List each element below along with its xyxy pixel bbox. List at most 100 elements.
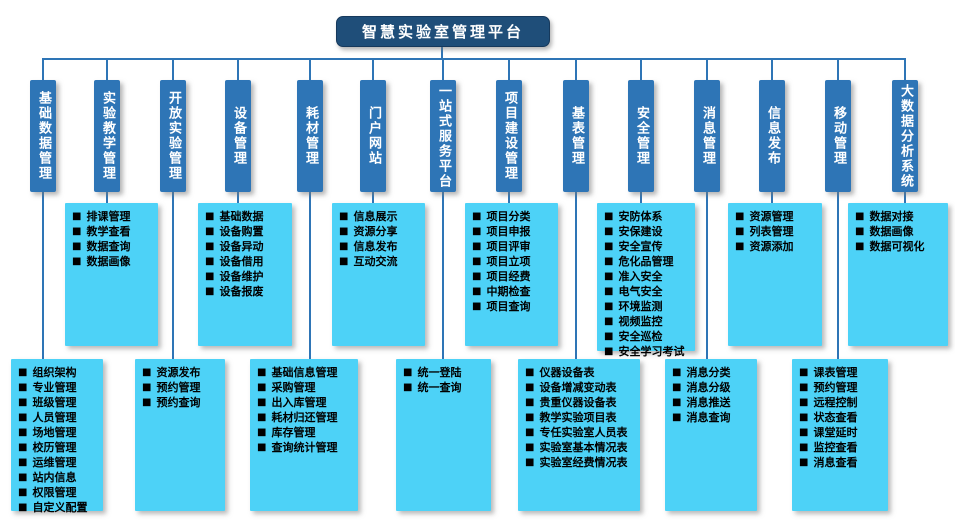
list-item: 数据可视化 (855, 240, 946, 255)
list-item: 消息推送 (672, 396, 755, 411)
list-item: 数据画像 (72, 255, 156, 270)
list-item: 专任实验室人员表 (525, 426, 638, 441)
list-item: 课表管理 (799, 366, 886, 381)
list-item: 数据查询 (72, 240, 156, 255)
list-item: 设备报废 (205, 285, 290, 300)
connector-line (237, 192, 239, 203)
list-item: 基础数据 (205, 210, 290, 225)
connector-line (837, 58, 839, 80)
list-item: 安保建设 (604, 225, 693, 240)
list-item: 设备异动 (205, 240, 290, 255)
list-item: 教学实验项目表 (525, 411, 638, 426)
list-item: 信息展示 (339, 210, 423, 225)
connector-line (640, 192, 642, 203)
connector-line (106, 192, 108, 203)
list-item: 耗材归还管理 (257, 411, 356, 426)
list-item: 危化品管理 (604, 255, 693, 270)
branch-header-open-experiment-management: 开放实验管理 (160, 80, 186, 192)
list-item: 资源管理 (735, 210, 820, 225)
list-item: 采购管理 (257, 381, 356, 396)
list-item: 信息发布 (339, 240, 423, 255)
list-item: 人员管理 (18, 411, 101, 426)
branch-header-basic-data-management: 基础数据管理 (30, 80, 56, 192)
list-item: 项目分类 (472, 210, 556, 225)
list-item: 准入安全 (604, 270, 693, 285)
module-list-project-construction-management: 项目分类项目申报项目评审项目立项项目经费中期检查项目查询 (465, 203, 558, 346)
branch-header-safety-management: 安全管理 (628, 80, 654, 192)
list-item: 项目立项 (472, 255, 556, 270)
list-item: 排课管理 (72, 210, 156, 225)
list-item: 贵重仪器设备表 (525, 396, 638, 411)
list-item: 消息分类 (672, 366, 755, 381)
list-item: 互动交流 (339, 255, 423, 270)
list-item: 基础信息管理 (257, 366, 356, 381)
list-item: 组织架构 (18, 366, 101, 381)
list-item: 仪器设备表 (525, 366, 638, 381)
list-item: 消息查看 (799, 456, 886, 471)
branch-header-information-release: 信息发布 (759, 80, 785, 192)
list-item: 数据对接 (855, 210, 946, 225)
list-item: 场地管理 (18, 426, 101, 441)
list-item: 实验室基本情况表 (525, 441, 638, 456)
module-list-one-stop-service-platform: 统一登陆统一查询 (396, 359, 491, 511)
list-item: 消息分级 (672, 381, 755, 396)
list-item: 安防体系 (604, 210, 693, 225)
list-item: 项目经费 (472, 270, 556, 285)
list-item: 班级管理 (18, 396, 101, 411)
list-item: 项目查询 (472, 300, 556, 315)
list-item: 专业管理 (18, 381, 101, 396)
connector-trunk (441, 45, 443, 58)
list-item: 安全学习考试 (604, 345, 693, 360)
connector-line (904, 58, 906, 80)
branch-header-equipment-management: 设备管理 (225, 80, 251, 192)
branch-header-message-management: 消息管理 (694, 80, 720, 192)
connector-line (42, 192, 44, 359)
module-list-mobile-management: 课表管理预约管理远程控制状态查看课堂延时监控查看消息查看 (792, 359, 888, 511)
module-list-equipment-management: 基础数据设备购置设备异动设备借用设备维护设备报废 (198, 203, 292, 346)
list-item: 远程控制 (799, 396, 886, 411)
list-item: 设备维护 (205, 270, 290, 285)
list-item: 出入库管理 (257, 396, 356, 411)
module-list-open-experiment-management: 资源发布预约管理预约查询 (135, 359, 225, 511)
branch-header-portal-website: 门户网站 (360, 80, 386, 192)
connector-line (771, 58, 773, 80)
module-list-portal-website: 信息展示资源分享信息发布互动交流 (332, 203, 425, 346)
branch-header-experiment-teaching-management: 实验教学管理 (94, 80, 120, 192)
list-item: 预约查询 (142, 396, 223, 411)
connector-line (309, 58, 311, 80)
list-item: 消息查询 (672, 411, 755, 426)
diagram-title: 智慧实验室管理平台 (336, 16, 550, 47)
list-item: 预约管理 (142, 381, 223, 396)
list-item: 项目申报 (472, 225, 556, 240)
module-list-safety-management: 安防体系安保建设安全宣传危化品管理准入安全电气安全环境监测视频监控安全巡检安全学… (597, 203, 695, 358)
connector-line (904, 192, 906, 203)
list-item: 权限管理 (18, 486, 101, 501)
connector-line (42, 58, 44, 80)
module-list-message-management: 消息分类消息分级消息推送消息查询 (665, 359, 757, 511)
list-item: 设备购置 (205, 225, 290, 240)
connector-line (309, 192, 311, 359)
module-list-experiment-teaching-management: 排课管理教学查看数据查询数据画像 (65, 203, 158, 346)
module-list-information-release: 资源管理列表管理资源添加 (728, 203, 822, 346)
list-item: 资源分享 (339, 225, 423, 240)
connector-line (575, 192, 577, 359)
branch-header-big-data-analysis-system: 大数据分析系统 (892, 80, 918, 192)
module-list-basic-data-management: 组织架构专业管理班级管理人员管理场地管理校历管理运维管理站内信息权限管理自定义配… (11, 359, 103, 514)
connector-line (106, 58, 108, 80)
list-item: 库存管理 (257, 426, 356, 441)
connector-line (575, 58, 577, 80)
branch-header-base-table-management: 基表管理 (563, 80, 589, 192)
branch-header-one-stop-service-platform: 一站式服务平台 (430, 80, 456, 192)
connector-line (372, 58, 374, 80)
branch-header-consumables-management: 耗材管理 (297, 80, 323, 192)
connector-line (706, 58, 708, 80)
module-list-consumables-management: 基础信息管理采购管理出入库管理耗材归还管理库存管理查询统计管理 (250, 359, 358, 511)
list-item: 中期检查 (472, 285, 556, 300)
connector-line (442, 192, 444, 359)
connector-line (771, 192, 773, 203)
connector-line (640, 58, 642, 80)
list-item: 统一登陆 (403, 366, 489, 381)
list-item: 设备借用 (205, 255, 290, 270)
connector-backbone (43, 58, 906, 60)
